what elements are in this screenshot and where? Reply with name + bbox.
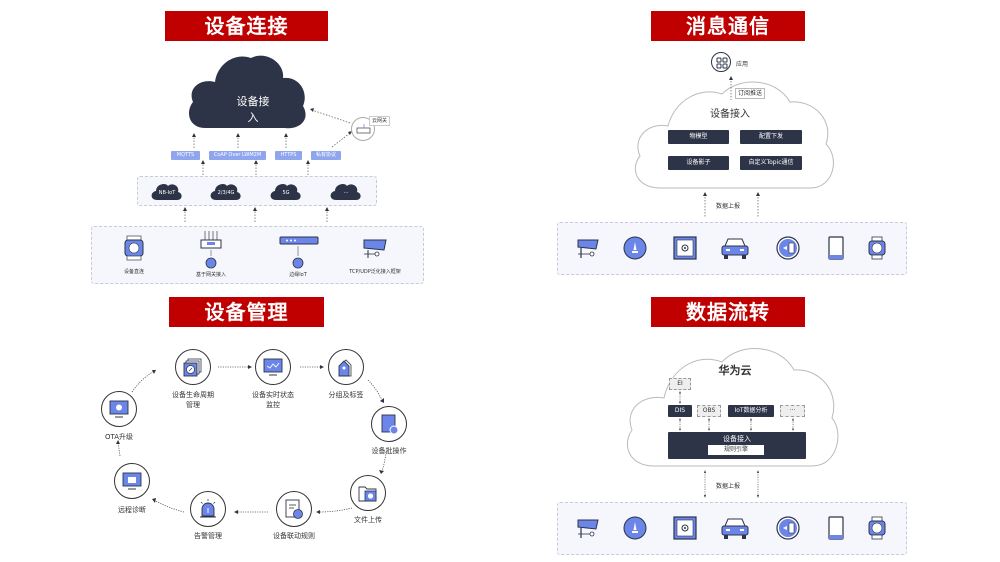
camera-icon xyxy=(577,519,599,538)
protocol-tag-coap: CoAP Over LWM2M xyxy=(209,151,266,160)
connect-device-icons xyxy=(124,231,387,269)
smart-lock-icon xyxy=(776,516,800,540)
network-cloud-nbiot xyxy=(151,183,182,200)
cloud-gateway-label: 云网关 xyxy=(369,116,391,126)
device-label-gateway: 基于网关接入 xyxy=(195,272,226,278)
node-ota-upgrade xyxy=(101,391,137,427)
connect-cloud-label: 设备接入 xyxy=(236,95,270,124)
label-remote-diagnosis: 远程诊断 xyxy=(118,506,146,514)
label-file-upload: 文件上传 xyxy=(354,516,382,524)
watch-icon xyxy=(868,516,886,540)
car-icon xyxy=(721,238,749,259)
node-linkage-rule xyxy=(276,491,312,527)
batch-icon xyxy=(381,414,399,435)
node-group-tag xyxy=(328,349,364,385)
gateway-device-icon xyxy=(356,124,371,134)
network-label-5g: 5G xyxy=(282,190,290,196)
edge-server-icon xyxy=(279,236,319,269)
iot-analytics-box: IoT数据分析 xyxy=(728,405,774,417)
tablet-icon xyxy=(828,516,844,540)
dataflow-access-label: 设备接入 xyxy=(723,435,751,443)
smart-lock-icon xyxy=(776,236,800,260)
config-delivery-box: 配置下发 xyxy=(740,130,802,144)
node-file-upload xyxy=(350,475,386,511)
dis-service-box: DIS xyxy=(668,405,692,417)
label-batch-operation: 设备批操作 xyxy=(371,447,407,455)
messaging-device-icons xyxy=(577,236,886,260)
safe-icon xyxy=(673,516,697,540)
network-cloud-5g xyxy=(270,183,301,200)
application-icon xyxy=(711,52,731,72)
alarm-icon xyxy=(200,499,216,518)
device-label-edge: 边缘IoT xyxy=(289,272,307,278)
device-shadow-box: 设备影子 xyxy=(668,156,729,170)
custom-topic-box: 自定义Topic通信 xyxy=(740,156,802,170)
network-label-more: ··· xyxy=(343,190,349,196)
label-monitor-line2: 监控 xyxy=(266,401,280,409)
gateway-router-icon xyxy=(200,231,222,269)
label-ota-upgrade: OTA升级 xyxy=(104,433,134,441)
dataflow-device-icons xyxy=(577,516,886,540)
label-group-tag: 分组及标签 xyxy=(328,391,364,399)
dataflow-report-label: 数据上报 xyxy=(716,483,741,490)
tablet-icon xyxy=(828,236,844,260)
tag-icon xyxy=(338,359,352,377)
camera-icon xyxy=(577,239,599,258)
connect-arrows-upper xyxy=(183,108,352,222)
rule-engine-box: 规则引擎 xyxy=(708,445,764,455)
huawei-cloud-label: 华为云 xyxy=(718,364,752,377)
rule-icon xyxy=(285,499,303,519)
camera-icon xyxy=(363,239,387,258)
car-icon xyxy=(721,518,749,539)
network-label-nbiot: NB-IoT xyxy=(158,190,176,196)
application-label: 应用 xyxy=(736,61,749,68)
device-label-direct: 设备直连 xyxy=(123,269,144,275)
node-lifecycle xyxy=(175,349,211,385)
label-lifecycle-line1: 设备生命周期 xyxy=(172,391,214,399)
obs-service-box: OBS xyxy=(697,405,721,417)
watch-icon xyxy=(124,235,144,261)
label-linkage-rule: 设备联动规则 xyxy=(273,532,315,540)
watch-icon xyxy=(868,236,886,260)
device-label-tcpudp: TCP/UDP泛化接入框架 xyxy=(349,269,401,275)
monitor-icon xyxy=(263,358,283,376)
subscribe-arrow xyxy=(729,76,733,100)
label-monitor-line1: 设备实时状态 xyxy=(252,391,294,399)
label-lifecycle-line2: 管理 xyxy=(186,401,200,409)
messaging-title-banner: 消息通信 xyxy=(651,11,805,41)
diagnosis-icon xyxy=(122,472,142,490)
ota-icon xyxy=(109,400,129,418)
network-cloud-234g xyxy=(210,183,241,200)
node-batch-operation xyxy=(371,406,407,442)
compass-icon xyxy=(623,236,647,260)
more-services-box: ··· xyxy=(780,405,805,417)
management-title-banner: 设备管理 xyxy=(169,297,324,327)
protocol-tag-private: 私有协议 xyxy=(311,151,341,160)
lifecycle-icon xyxy=(183,358,202,377)
node-alarm xyxy=(190,491,226,527)
network-clouds xyxy=(151,183,361,200)
subscribe-push-label: 订阅推送 xyxy=(735,88,766,99)
thing-model-box: 物模型 xyxy=(668,130,729,144)
messaging-report-arrows xyxy=(703,192,760,218)
node-remote-diagnosis xyxy=(114,463,150,499)
label-alarm: 告警管理 xyxy=(194,532,222,540)
protocol-tag-mqtts: MQTTS xyxy=(171,151,200,160)
node-realtime-monitor xyxy=(255,349,291,385)
network-cloud-more xyxy=(330,183,361,200)
dataflow-title-banner: 数据流转 xyxy=(651,297,805,327)
messaging-cloud-label: 设备接入 xyxy=(710,109,750,120)
protocol-tag-https: HTTPS xyxy=(275,151,302,160)
messaging-report-label: 数据上报 xyxy=(716,203,741,210)
device-access-cloud xyxy=(189,55,306,129)
safe-icon xyxy=(673,236,697,260)
connect-title-banner: 设备连接 xyxy=(165,11,328,41)
network-label-234g: 2/3/4G xyxy=(217,190,235,196)
ei-service-box: EI xyxy=(669,378,691,390)
compass-icon xyxy=(623,516,647,540)
messaging-device-panel xyxy=(557,222,907,275)
folder-upload-icon xyxy=(358,486,377,502)
